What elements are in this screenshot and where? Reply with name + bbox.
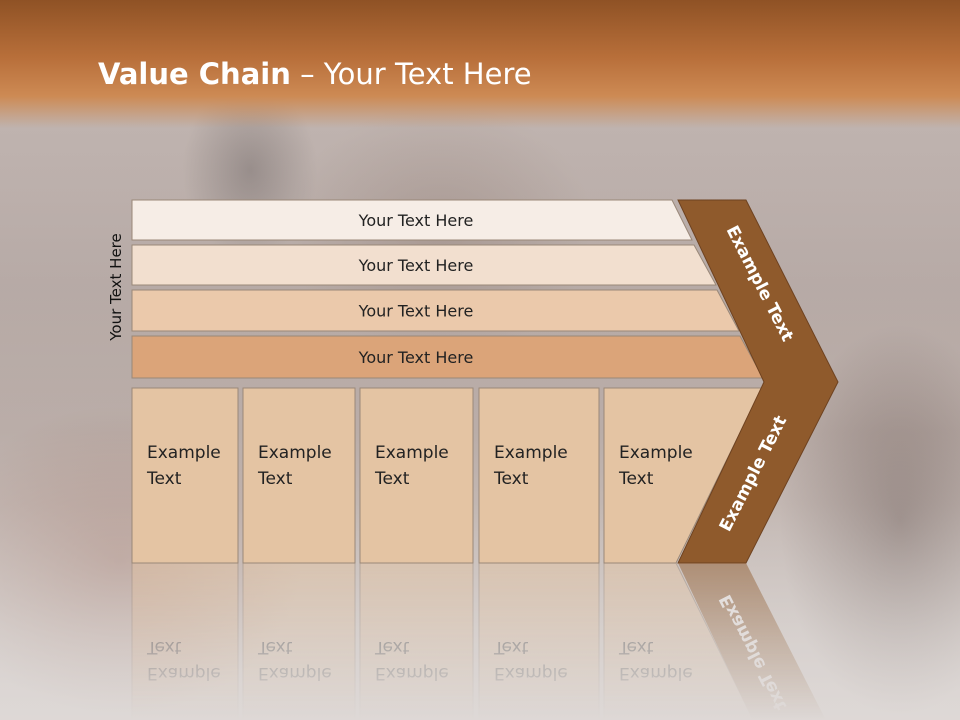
reflection-flip: ExampleTextExampleTextExampleTextExample… — [131, 562, 826, 720]
primary-column-box — [131, 387, 239, 564]
primary-column-box — [242, 387, 356, 564]
support-row: Your Text Here — [131, 199, 693, 241]
support-row-label: Your Text Here — [358, 211, 474, 230]
support-row: Your Text Here — [131, 244, 717, 286]
primary-activities-reflection: ExampleTextExampleTextExampleTextExample… — [131, 562, 754, 720]
primary-column-label-line2: Text — [374, 469, 410, 489]
primary-column-label-line2: Text — [257, 469, 293, 489]
primary-column-label-line2: Text — [146, 469, 182, 489]
primary-column-label-line2: Text — [146, 637, 182, 657]
primary-column-label-line2: Text — [374, 637, 410, 657]
support-row: Your Text Here — [131, 335, 764, 379]
primary-column-label-line2: Text — [493, 637, 529, 657]
primary-column-box — [359, 562, 474, 720]
chevron-reflection-shape — [678, 563, 826, 720]
primary-column-label-line1: Example — [147, 663, 221, 683]
primary-column-box — [603, 562, 754, 720]
primary-activities: ExampleTextExampleTextExampleTextExample… — [131, 387, 763, 564]
header-band — [0, 0, 960, 128]
primary-column-box — [478, 387, 600, 564]
primary-column-label-line1: Example — [258, 443, 332, 463]
primary-column-label-line1: Example — [375, 443, 449, 463]
primary-column-label-line1: Example — [494, 443, 568, 463]
support-row-bar — [131, 289, 740, 332]
primary-column-box — [359, 387, 474, 564]
support-row-label: Your Text Here — [358, 256, 474, 275]
slide-title: Value Chain – Your Text Here — [98, 54, 532, 94]
primary-column-label-line1: Example — [375, 663, 449, 683]
reflection: ExampleTextExampleTextExampleTextExample… — [131, 562, 826, 720]
primary-column-label-line1: Example — [619, 663, 693, 683]
primary-column-label-line2: Text — [493, 469, 529, 489]
slide-title-rest: – Your Text Here — [290, 57, 532, 91]
primary-column-label-line1: Example — [258, 663, 332, 683]
primary-column: Example Text — [131, 562, 239, 720]
slide-title-bold: Value Chain — [98, 57, 291, 91]
primary-column-label-line1: Example — [619, 443, 693, 463]
primary-column-box — [242, 562, 356, 720]
primary-column: Example Text — [603, 562, 754, 720]
support-row-bar — [131, 244, 717, 286]
support-row-bar — [131, 199, 693, 241]
primary-column-label-line1: Example — [494, 663, 568, 683]
primary-column-box — [478, 562, 600, 720]
primary-column-label-line2: Text — [257, 637, 293, 657]
primary-column-label-line1: Example — [147, 443, 221, 463]
support-row: Your Text Here — [131, 289, 740, 332]
primary-column: Example Text — [242, 562, 356, 720]
primary-column-box — [131, 562, 239, 720]
primary-column: Example Text — [478, 562, 600, 720]
primary-column-label-line2: Text — [618, 637, 654, 657]
primary-column-label-line2: Text — [618, 469, 654, 489]
support-row-label: Your Text Here — [358, 302, 474, 321]
support-row-label: Your Text Here — [358, 348, 474, 367]
primary-column: Example Text — [359, 562, 474, 720]
